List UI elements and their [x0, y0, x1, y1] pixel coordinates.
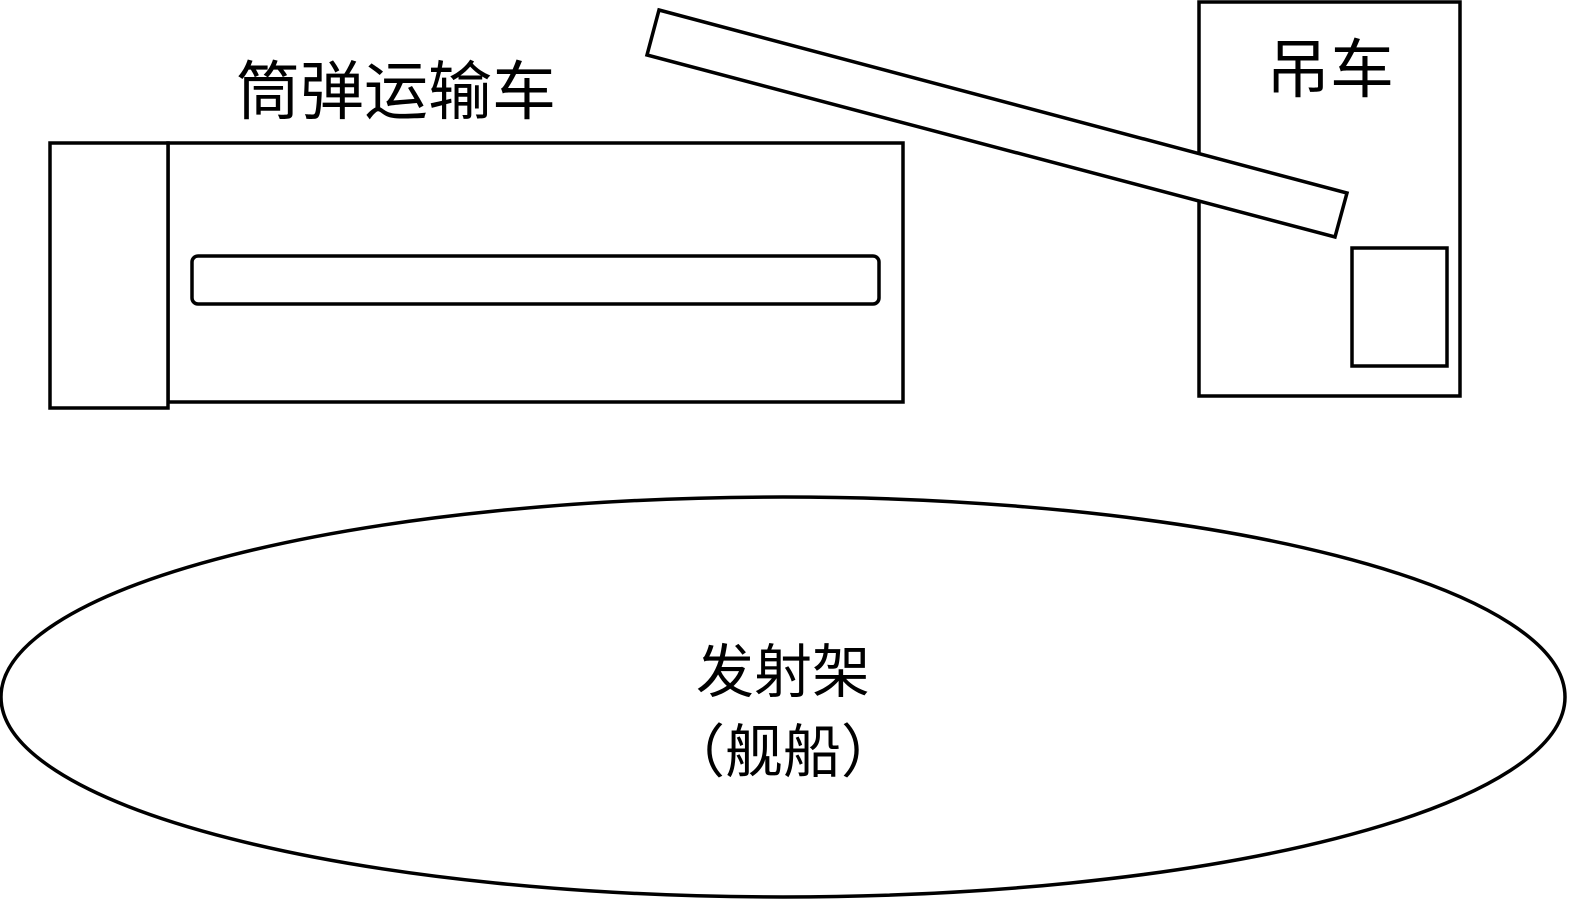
launcher-ship-label: （舰船）	[667, 718, 899, 786]
crane-boom-canister	[644, 7, 1350, 240]
transport-vehicle	[48, 141, 905, 410]
launcher-ship-ellipse	[0, 495, 1567, 899]
crane-cab-box	[1350, 246, 1449, 368]
crane-label: 吊车	[1266, 34, 1394, 108]
transport-vehicle-cab	[48, 141, 170, 410]
launcher-label: 发射架	[696, 638, 870, 706]
crane	[644, 0, 1462, 398]
canister-missile-on-vehicle	[190, 254, 881, 306]
transport-vehicle-label: 筒弹运输车	[236, 56, 556, 130]
